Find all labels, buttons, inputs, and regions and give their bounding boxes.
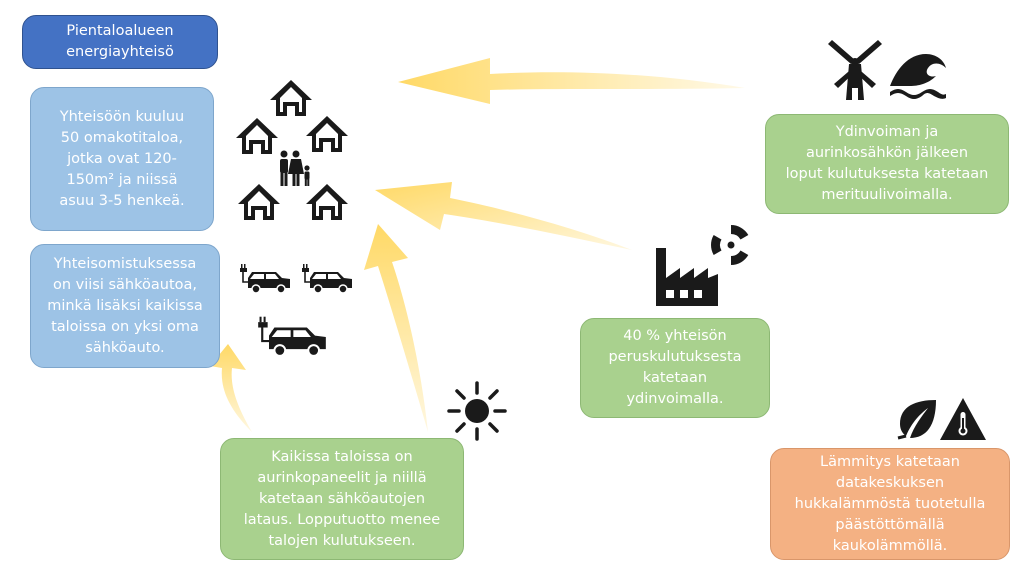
house-icon (270, 80, 312, 116)
sun-icon (447, 381, 507, 441)
radiation-icon (711, 225, 749, 265)
house-icon (236, 118, 278, 154)
electric-car-icon (258, 316, 326, 357)
houses-info-box: Yhteisöön kuuluu 50 omakotitaloa, jotka … (30, 87, 214, 231)
windmill-icon (828, 40, 882, 100)
electric-car-icon (240, 264, 290, 294)
house-icon (306, 116, 348, 152)
arrow-solar-to-cars (210, 344, 252, 432)
family-icon (280, 150, 310, 186)
house-icon (238, 184, 280, 220)
arrow-solar-to-houses (364, 224, 428, 432)
arrow-wind-to-houses (398, 58, 745, 104)
warning-thermometer-icon (940, 398, 986, 440)
wind-info-box: Ydinvoiman ja aurinkosähkön jälkeen lopu… (765, 114, 1009, 214)
arrow-nuclear-to-houses (375, 182, 632, 250)
solar-info-box: Kaikissa taloissa on aurinkopaneelit ja … (220, 438, 464, 560)
heating-info-box: Lämmitys katetaan datakeskuksen hukkaläm… (770, 448, 1010, 560)
cars-info-box: Yhteisomistuksessa on viisi sähköautoa, … (30, 244, 220, 368)
nuclear-info-box: 40 % yhteisön peruskulutuksesta katetaan… (580, 318, 770, 418)
wave-icon (890, 54, 946, 99)
title-box: Pientaloalueen energiayhteisö (22, 15, 218, 69)
factory-icon (656, 248, 718, 306)
house-icon (306, 184, 348, 220)
electric-car-icon (302, 264, 352, 294)
leaf-icon (897, 400, 936, 440)
